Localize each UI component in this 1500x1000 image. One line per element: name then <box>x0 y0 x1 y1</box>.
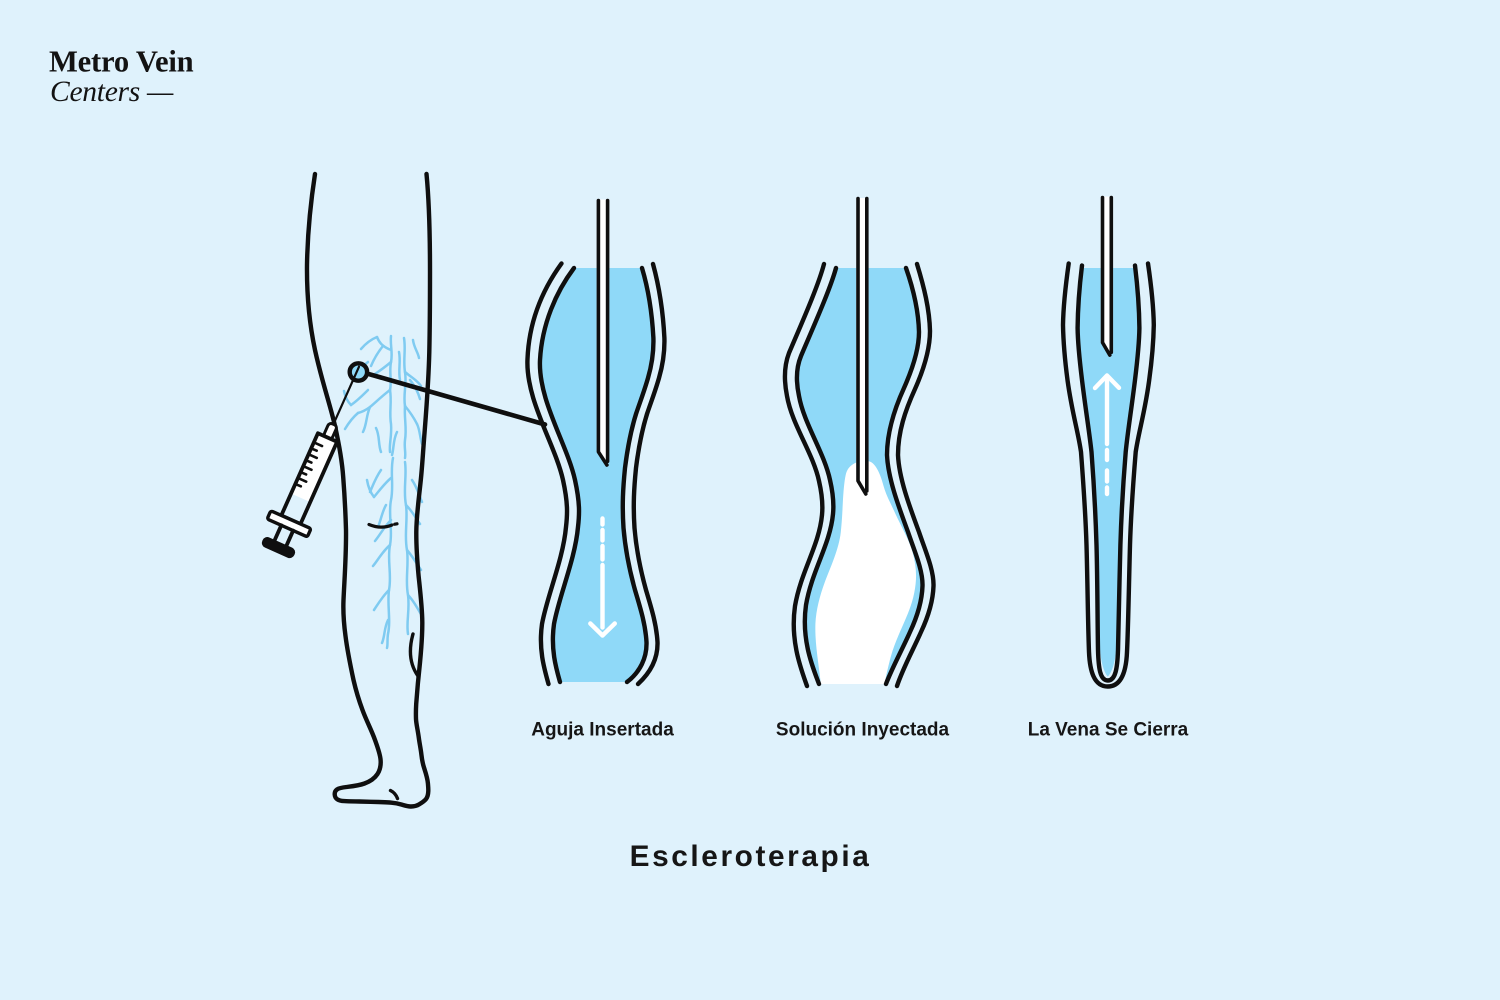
svg-text:Metro Vein: Metro Vein <box>49 45 194 79</box>
svg-text:Aguja Insertada: Aguja Insertada <box>531 720 674 741</box>
svg-text:La Vena Se Cierra: La Vena Se Cierra <box>1028 720 1189 741</box>
svg-text:Centers —: Centers — <box>50 76 174 108</box>
svg-text:Escleroterapia: Escleroterapia <box>630 840 872 873</box>
svg-text:Solución Inyectada: Solución Inyectada <box>776 720 950 741</box>
